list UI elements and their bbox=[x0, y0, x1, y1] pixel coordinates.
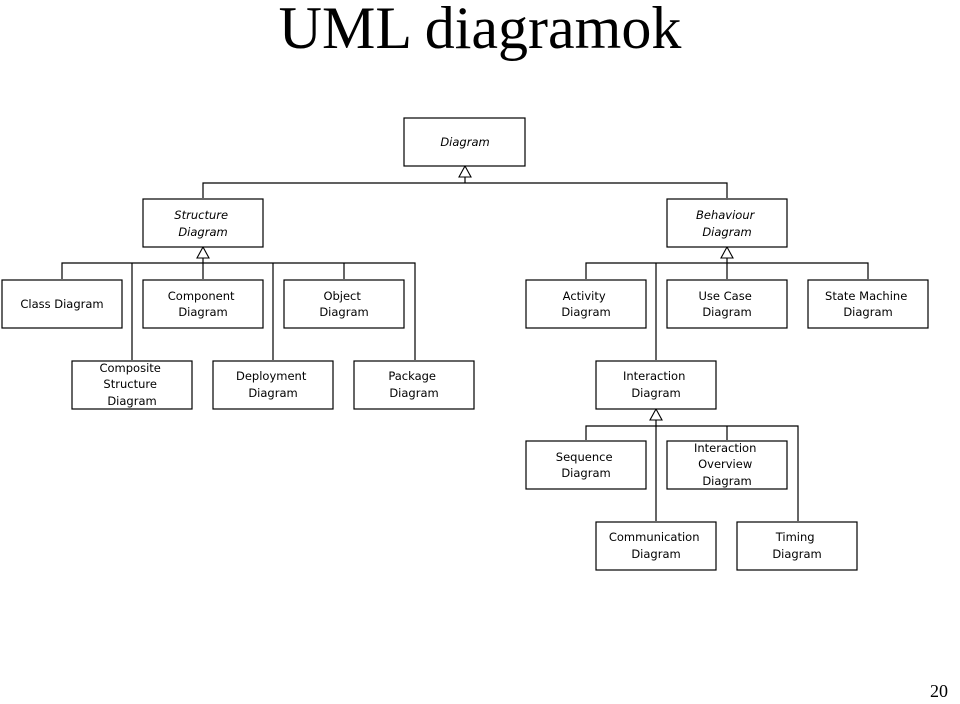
svg-text:Component Diagram: Component Diagram bbox=[168, 289, 238, 319]
node-label: Sequence bbox=[556, 450, 613, 464]
page-title: UML diagramok bbox=[278, 0, 682, 61]
node-label: Composite bbox=[99, 361, 160, 375]
svg-text:Package Diagram: Package Diagram bbox=[388, 369, 439, 400]
svg-text:Interaction Diagram: Interaction Diagram bbox=[623, 369, 689, 400]
connector-interaction-bus bbox=[585, 418, 799, 521]
node-label: Activity bbox=[563, 289, 606, 303]
generalization-arrow-behaviour bbox=[720, 245, 734, 259]
node-label: Behaviour bbox=[696, 208, 756, 222]
connectors bbox=[61, 176, 869, 521]
svg-text:Diagram: Diagram bbox=[440, 135, 489, 149]
svg-text:Structure Diagram: Structure Diagram bbox=[174, 208, 231, 239]
node-label: Diagram bbox=[631, 547, 680, 561]
node-label: Diagram bbox=[631, 386, 680, 400]
svg-text:Use Case Diagram: Use Case Diagram bbox=[699, 289, 756, 319]
node-label: Diagram bbox=[440, 135, 489, 149]
svg-text:Behaviour Diagram: Behaviour Diagram bbox=[696, 208, 758, 239]
node-component-diagram: Component Diagram bbox=[142, 279, 264, 329]
connector-behaviour-bus bbox=[585, 255, 869, 360]
svg-text:Class Diagram: Class Diagram bbox=[20, 297, 103, 311]
node-interaction-overview-diagram: Interaction Overview Diagram bbox=[666, 440, 788, 490]
node-label: Interaction bbox=[694, 441, 756, 455]
node-diagram: Diagram bbox=[403, 117, 526, 167]
page-number: 20 bbox=[930, 681, 948, 701]
node-timing-diagram: Timing Diagram bbox=[736, 521, 858, 571]
svg-text:Interaction Overview: Interaction Overview Diagram bbox=[694, 441, 760, 488]
node-label: Use Case bbox=[699, 289, 752, 303]
node-deployment-diagram: Deployment Diagram bbox=[212, 360, 334, 410]
node-interaction-diagram: Interaction Diagram bbox=[595, 360, 717, 410]
node-label: Diagram bbox=[702, 305, 751, 319]
node-sequence-diagram: Sequence Diagram bbox=[525, 440, 647, 490]
node-label: Diagram bbox=[561, 466, 610, 480]
node-label: Communication bbox=[609, 530, 700, 544]
node-label: Diagram bbox=[107, 394, 156, 408]
node-class-diagram: Class Diagram bbox=[1, 279, 123, 329]
node-label: Diagram bbox=[178, 305, 227, 319]
svg-text:Sequence Diagram: Sequence Diagram bbox=[556, 450, 616, 480]
node-label: Deployment bbox=[236, 369, 307, 383]
node-communication-diagram: Communication Diagram bbox=[595, 521, 717, 571]
node-structure-diagram: Structure Diagram bbox=[142, 198, 264, 248]
node-label: Object bbox=[323, 289, 361, 303]
node-label: Diagram bbox=[702, 225, 751, 239]
node-use-case-diagram: Use Case Diagram bbox=[666, 279, 788, 329]
svg-text:Activity Diagram: Activity Diagram bbox=[561, 289, 610, 319]
node-label: Overview bbox=[698, 457, 752, 471]
svg-text:Deployment Diagram: Deployment Diagram bbox=[236, 369, 310, 400]
connector-structure-bus bbox=[61, 255, 416, 360]
svg-text:Communication Diagram: Communication Diagram bbox=[609, 530, 703, 561]
node-activity-diagram: Activity Diagram bbox=[525, 279, 647, 329]
generalization-arrow-diagram bbox=[458, 164, 472, 178]
node-label: Diagram bbox=[561, 305, 610, 319]
node-label: Diagram bbox=[178, 225, 227, 239]
node-label: Component bbox=[168, 289, 235, 303]
node-label: Diagram bbox=[319, 305, 368, 319]
node-label: Timing bbox=[775, 530, 815, 544]
node-label: Diagram bbox=[843, 305, 892, 319]
node-composite-structure-diagram: Composite Structure Diagram bbox=[71, 360, 193, 410]
node-object-diagram: Object Diagram bbox=[283, 279, 405, 329]
svg-text:Timing Diagram: Timing Diagram bbox=[772, 530, 821, 561]
connector-root-bus bbox=[202, 176, 728, 198]
svg-text:State Machine Diagram: State Machine Diagram bbox=[825, 289, 911, 319]
generalization-arrow-structure bbox=[196, 245, 210, 259]
node-label: Class Diagram bbox=[20, 297, 103, 311]
node-label: Structure bbox=[103, 377, 157, 391]
node-label: Diagram bbox=[702, 474, 751, 488]
svg-text:Composite Structure: Composite Structure Diagram bbox=[99, 361, 164, 408]
node-label: Package bbox=[388, 369, 436, 383]
svg-text:Object Diagram: Object Diagram bbox=[319, 289, 368, 319]
node-label: State Machine bbox=[825, 289, 907, 303]
node-package-diagram: Package Diagram bbox=[353, 360, 475, 410]
node-label: Diagram bbox=[389, 386, 438, 400]
generalization-arrow-interaction bbox=[649, 407, 663, 421]
node-behaviour-diagram: Behaviour Diagram bbox=[666, 198, 788, 248]
node-label: Diagram bbox=[248, 386, 297, 400]
node-label: Interaction bbox=[623, 369, 685, 383]
node-label: Structure bbox=[174, 208, 228, 222]
node-state-machine-diagram: State Machine Diagram bbox=[807, 279, 929, 329]
node-label: Diagram bbox=[772, 547, 821, 561]
